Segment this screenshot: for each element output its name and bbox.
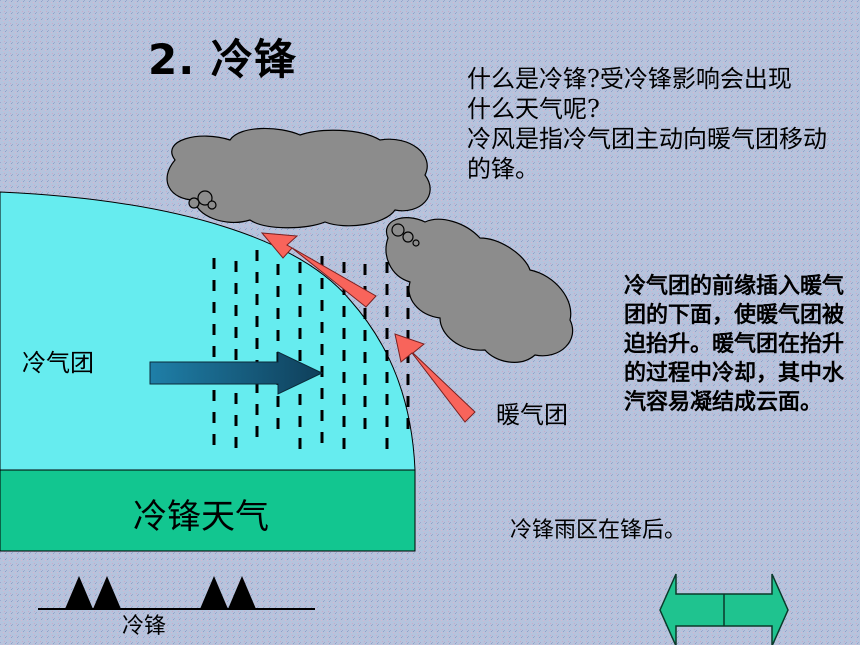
cold-front-symbol-label: 冷锋 <box>122 614 167 639</box>
cloud-icon <box>385 217 574 363</box>
double-arrow-nav-icon[interactable] <box>659 573 789 645</box>
mechanism-text: 冷气团的前缘插入暖气团的下面，使暖气团被迫抬升。暖气团在抬升的过程中冷却，其中水… <box>624 273 845 415</box>
ground-strip <box>0 469 416 552</box>
cold-air-label: 冷气团 <box>22 349 94 377</box>
cloud-icon <box>166 127 431 229</box>
blue-arrow-icon <box>149 351 324 395</box>
rain-area-note: 冷锋雨区在锋后。 <box>510 518 687 543</box>
weather-label: 冷锋天气 <box>133 497 269 537</box>
red-arrow-icon <box>394 333 476 423</box>
slide-title: 2. 冷锋 <box>148 35 297 84</box>
warm-air-label: 暖气团 <box>496 401 568 429</box>
cold-front-triangle-icon <box>65 576 256 609</box>
rain-icon <box>212 250 410 449</box>
intro-text: 什么是冷锋?受冷锋影响会出现 什么天气呢? 冷风是指冷气团主动向暖气团移动的锋。 <box>467 65 827 183</box>
red-arrow-icon <box>260 232 377 308</box>
